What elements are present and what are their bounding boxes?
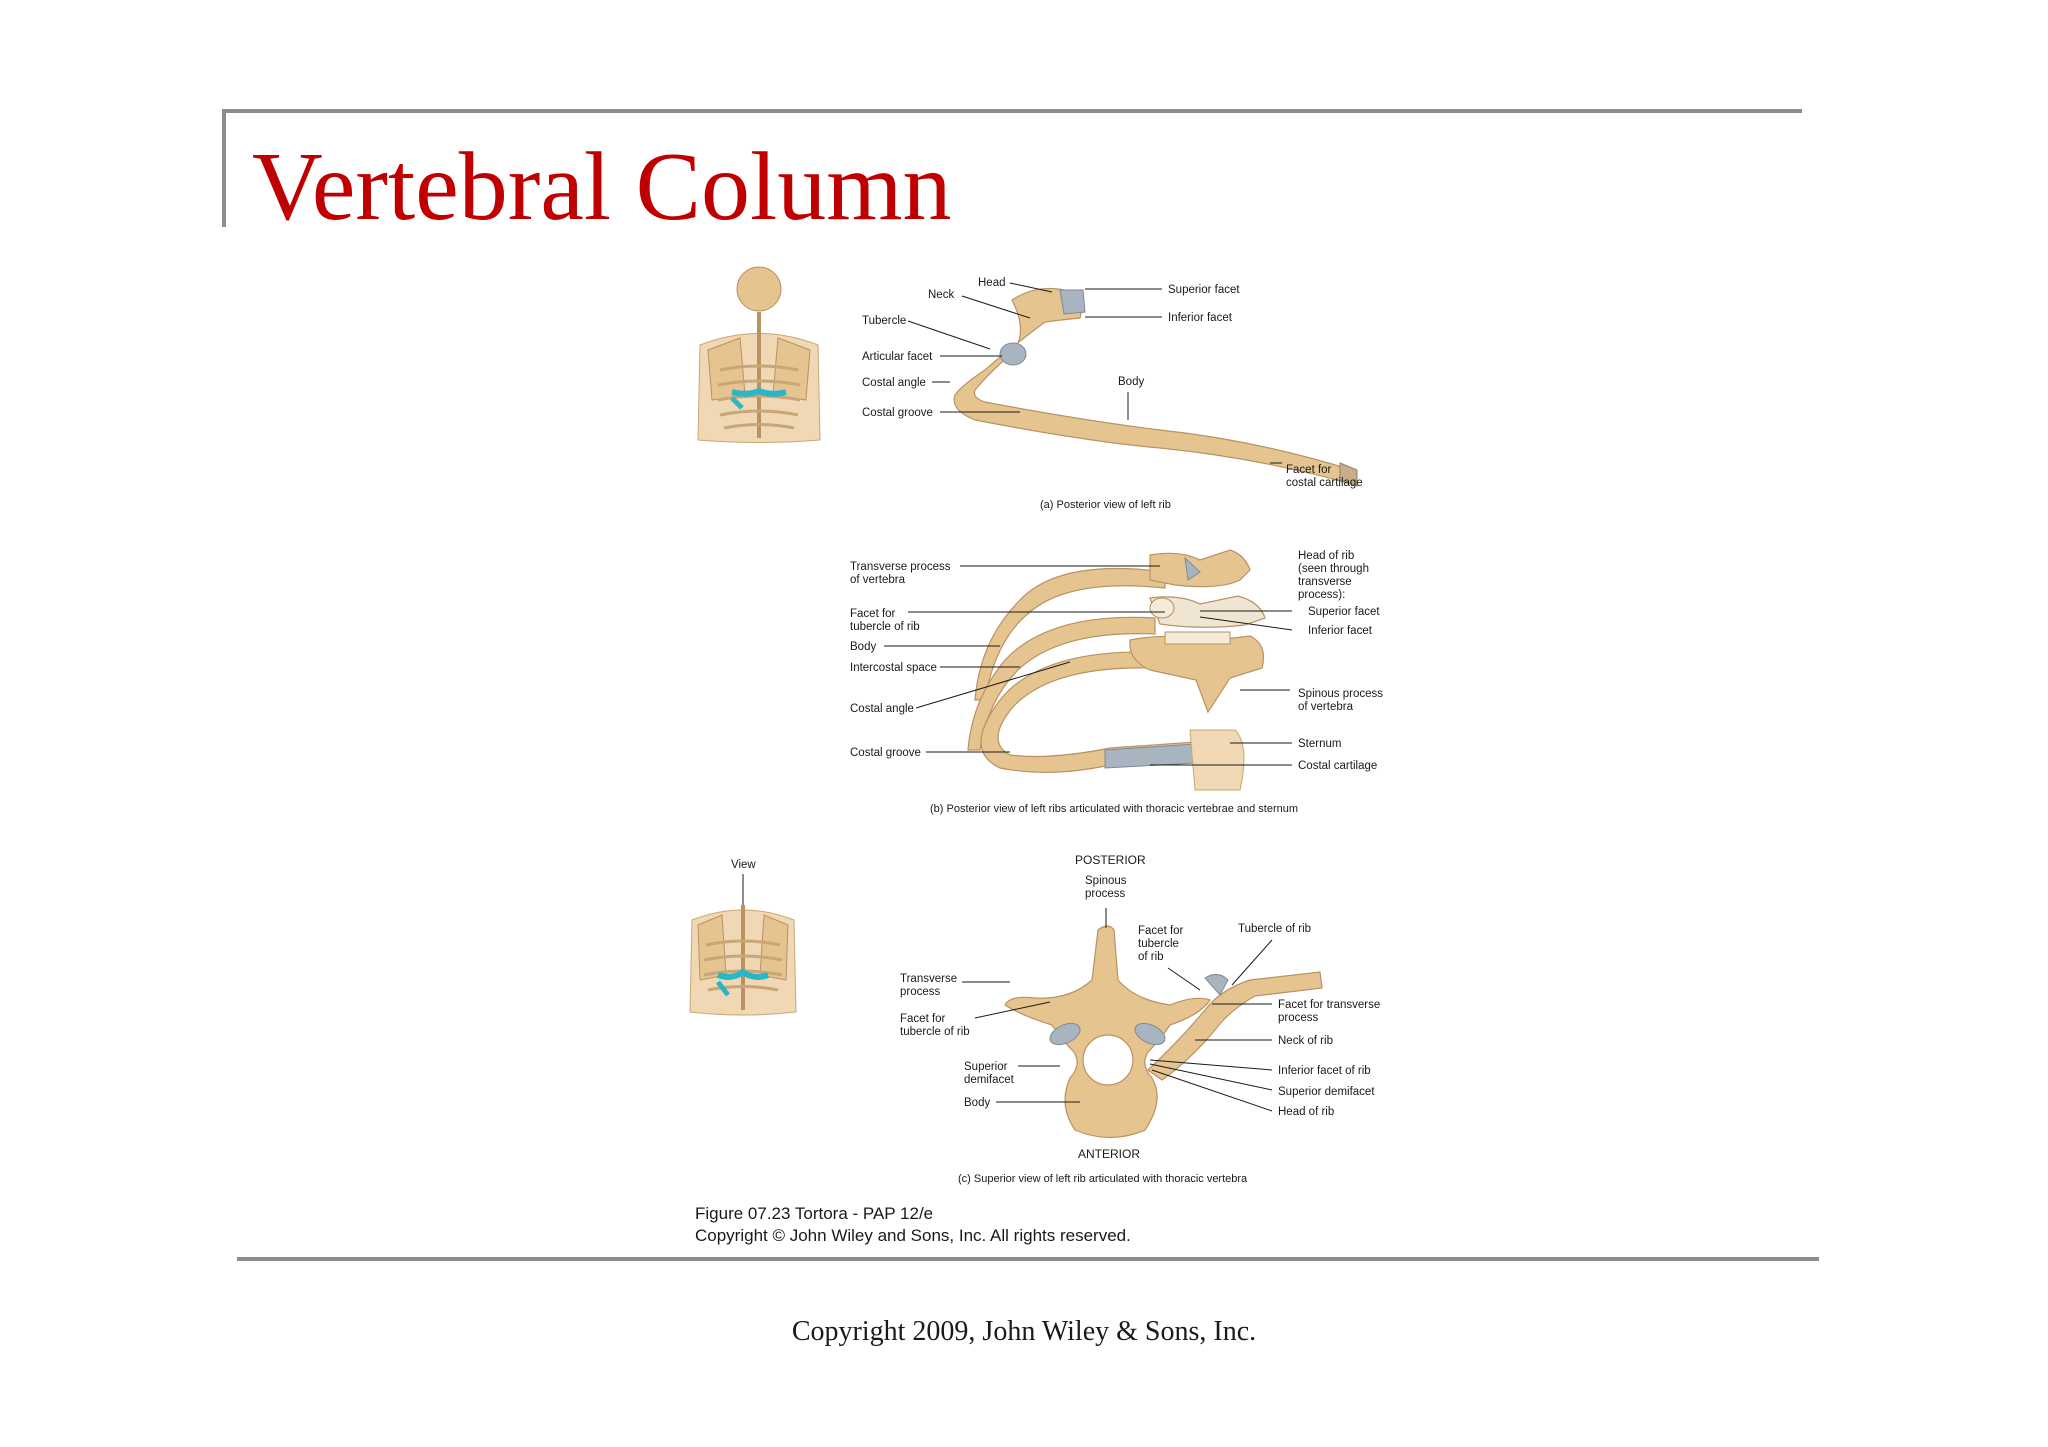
caption-b: (b) Posterior view of left ribs articula…	[930, 803, 1298, 815]
label-b-head-rib-2: (seen through	[1298, 563, 1369, 575]
label-c-body: Body	[964, 1097, 990, 1109]
top-rule	[222, 109, 1802, 113]
label-c-superior-demi-1: Superior	[964, 1061, 1008, 1073]
label-c-tubercle-rib: Tubercle of rib	[1238, 923, 1311, 935]
label-view: View	[731, 859, 756, 871]
label-b-inferior-facet: Inferior facet	[1308, 625, 1373, 637]
slide-footer: Copyright 2009, John Wiley & Sons, Inc.	[791, 1316, 1257, 1347]
label-head: Head	[978, 277, 1006, 289]
label-b-costal-cartilage: Costal cartilage	[1298, 760, 1377, 772]
panel-a-leader-lines	[907, 282, 1282, 464]
panel-b-ribs	[967, 567, 1245, 791]
label-c-transverse-1: Transverse	[900, 973, 957, 985]
label-c-transverse-2: process	[900, 986, 941, 998]
label-b-costal-groove: Costal groove	[850, 747, 921, 759]
thumbnail-skeleton-top	[697, 266, 821, 443]
label-b-head-rib-3: transverse	[1298, 576, 1352, 588]
label-c-facet-tub-1: Facet for	[1138, 925, 1184, 937]
label-facet-costal-2: costal cartilage	[1286, 477, 1363, 489]
label-b-facet-tubercle-2: tubercle of rib	[850, 621, 920, 633]
label-neck: Neck	[928, 289, 954, 301]
label-b-superior-facet: Superior facet	[1308, 606, 1380, 618]
label-c-superior-demifacet: Superior demifacet	[1278, 1086, 1375, 1098]
label-c-facet-transverse-2: process	[1278, 1012, 1319, 1024]
label-b-body: Body	[850, 641, 876, 653]
figure-credit: Figure 07.23 Tortora - PAP 12/e Copyrigh…	[695, 1204, 1131, 1245]
bottom-rule	[237, 1257, 1819, 1261]
panel-c-vertebra	[1004, 925, 1323, 1139]
slide-title: Vertebral Column	[252, 133, 952, 241]
label-costal-groove: Costal groove	[862, 407, 933, 419]
label-tubercle: Tubercle	[862, 315, 906, 327]
caption-a: (a) Posterior view of left rib	[1040, 499, 1171, 511]
label-c-head-rib: Head of rib	[1278, 1106, 1334, 1118]
label-articular-facet: Articular facet	[862, 351, 933, 363]
panel-b-labels: Transverse process of vertebra Facet for…	[850, 550, 1383, 815]
left-rule	[222, 109, 226, 227]
label-b-intercostal: Intercostal space	[850, 662, 937, 674]
panel-c-labels: POSTERIOR Spinous process Facet for tube…	[900, 853, 1380, 1185]
panel-c-leader-lines	[962, 908, 1273, 1112]
label-facet-costal-1: Facet for	[1286, 464, 1332, 476]
caption-c: (c) Superior view of left rib articulate…	[958, 1173, 1248, 1185]
thumbnail-skeleton-bottom: View	[689, 859, 797, 1016]
label-c-inferior-facet-rib: Inferior facet of rib	[1278, 1065, 1371, 1077]
label-b-costal-angle: Costal angle	[850, 703, 914, 715]
label-anterior: ANTERIOR	[1078, 1147, 1140, 1161]
label-b-facet-tubercle-1: Facet for	[850, 608, 896, 620]
label-superior-facet: Superior facet	[1168, 284, 1240, 296]
label-c-facet-tub-left-1: Facet for	[900, 1013, 946, 1025]
label-body: Body	[1118, 376, 1144, 388]
label-b-head-rib-1: Head of rib	[1298, 550, 1354, 562]
panel-a-rib	[953, 287, 1358, 487]
label-c-spinous-1: Spinous	[1085, 875, 1127, 887]
label-c-facet-transverse-1: Facet for transverse	[1278, 999, 1380, 1011]
label-posterior: POSTERIOR	[1075, 853, 1146, 867]
label-b-transverse-1: Transverse process	[850, 561, 951, 573]
label-c-neck-rib: Neck of rib	[1278, 1035, 1333, 1047]
label-b-transverse-2: of vertebra	[850, 574, 906, 586]
panel-b-vertebrae	[1129, 549, 1266, 714]
label-c-facet-tub-3: of rib	[1138, 951, 1164, 963]
figure-credit-line-2: Copyright © John Wiley and Sons, Inc. Al…	[695, 1226, 1131, 1245]
label-costal-angle: Costal angle	[862, 377, 926, 389]
label-c-superior-demi-2: demifacet	[964, 1074, 1015, 1086]
figure-credit-line-1: Figure 07.23 Tortora - PAP 12/e	[695, 1204, 933, 1223]
label-c-facet-tub-2: tubercle	[1138, 938, 1179, 950]
label-b-sternum: Sternum	[1298, 738, 1341, 750]
label-c-spinous-2: process	[1085, 888, 1126, 900]
label-b-spinous-2: of vertebra	[1298, 701, 1354, 713]
label-inferior-facet: Inferior facet	[1168, 312, 1233, 324]
label-c-facet-tub-left-2: tubercle of rib	[900, 1026, 970, 1038]
panel-b-leader-lines	[884, 565, 1293, 766]
panel-a-labels: Head Neck Tubercle Articular facet Costa…	[862, 277, 1363, 511]
label-b-head-rib-4: process):	[1298, 589, 1345, 601]
label-b-spinous-1: Spinous process	[1298, 688, 1383, 700]
